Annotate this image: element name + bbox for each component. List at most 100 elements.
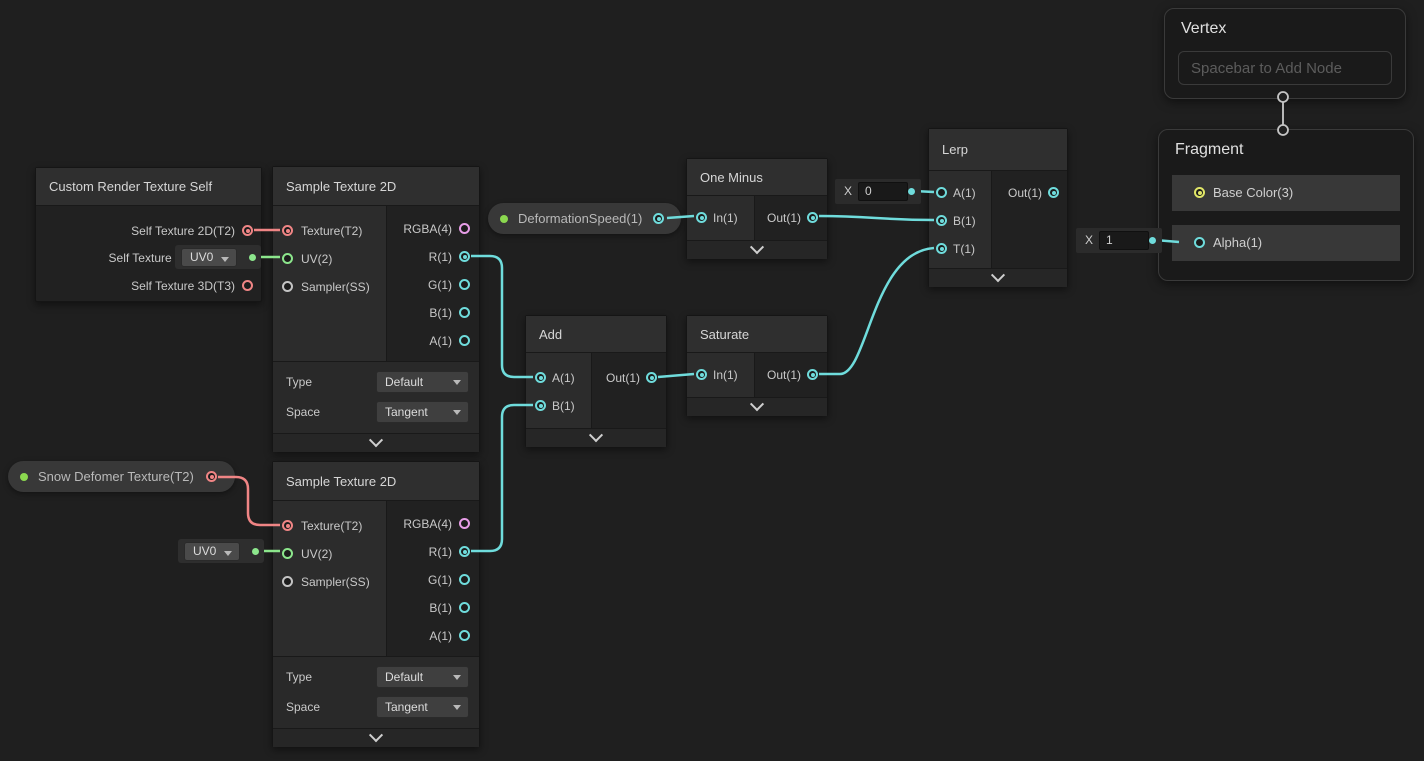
uv-channel-value: UV0 [190,250,214,264]
edge-r2-to-add-b[interactable] [471,403,533,553]
fragment-row-alpha[interactable]: Alpha(1) [1172,225,1400,261]
port-out[interactable] [807,212,818,223]
connector-dot [252,548,259,555]
port-out[interactable] [1048,187,1059,198]
port-label-b: B(1) [429,601,452,615]
property-label: Snow Defomer Texture(T2) [38,469,194,484]
port-b[interactable] [459,602,470,613]
port-label-t: T(1) [953,242,975,256]
port-property-out[interactable] [653,213,664,224]
chevron-down-icon [368,728,384,743]
port-label-texture: Texture(T2) [301,224,363,238]
node-title-bar[interactable]: Sample Texture 2D [273,462,479,501]
port-out[interactable] [807,369,818,380]
space-dropdown-value: Tangent [385,405,428,419]
port-out[interactable] [646,372,657,383]
port-rgba[interactable] [459,223,470,234]
collapse-button[interactable] [273,433,479,452]
port-rgba[interactable] [459,518,470,529]
node-title: Lerp [942,142,969,157]
collapse-button[interactable] [929,268,1067,287]
type-dropdown[interactable]: Default [376,371,469,393]
uv-channel-dropdown[interactable]: UV0 [184,542,240,561]
port-a[interactable] [936,187,947,198]
port-t[interactable] [936,243,947,254]
port-label-a: A(1) [953,186,976,200]
port-g[interactable] [459,574,470,585]
port-sampler[interactable] [282,281,293,292]
port-uv[interactable] [282,548,293,559]
x-value-input[interactable]: 1 [1099,231,1149,250]
node-lerp[interactable]: Lerp A(1) B(1) T(1) Out(1) [928,128,1068,287]
port-g[interactable] [459,279,470,290]
port-label-in: In(1) [713,368,738,382]
node-title-bar[interactable]: Custom Render Texture Self [36,168,261,206]
port-b[interactable] [535,400,546,411]
collapse-button[interactable] [273,728,479,747]
node-saturate[interactable]: Saturate In(1) Out(1) [686,315,828,416]
port-r[interactable] [459,251,470,262]
port-label-out: Out(1) [766,368,801,382]
port-label-r: R(1) [428,545,452,559]
node-title-bar[interactable]: Lerp [929,129,1067,171]
block-fragment[interactable]: Fragment Base Color(3) Alpha(1) [1158,129,1414,281]
property-deformation-speed[interactable]: DeformationSpeed(1) [488,203,681,234]
collapse-button[interactable] [687,397,827,416]
node-title-bar[interactable]: One Minus [687,159,827,196]
port-a[interactable] [459,335,470,346]
port-base-color[interactable] [1194,187,1205,198]
node-sample-texture-2d-1[interactable]: Sample Texture 2D Texture(T2) UV(2) Samp… [272,166,480,452]
edge-saturate-to-lerp-t[interactable] [819,246,935,376]
collapse-button[interactable] [526,428,666,447]
node-custom-render-texture-self[interactable]: Custom Render Texture Self Self Texture … [35,167,262,302]
space-dropdown[interactable]: Tangent [376,696,469,718]
port-alpha[interactable] [1194,237,1205,248]
node-title: Add [539,326,563,342]
port-self-texture-3d[interactable] [242,280,253,291]
port-a[interactable] [535,372,546,383]
port-label-self-texture-3d: Self Texture 3D(T3) [131,279,235,293]
port-sampler[interactable] [282,576,293,587]
node-title-bar[interactable]: Saturate [687,316,827,353]
port-label-uv: UV(2) [301,547,333,561]
block-title: Vertex [1181,20,1227,37]
property-dot-icon [20,473,28,481]
node-title: Custom Render Texture Self [49,179,213,194]
edge-oneminus-to-lerp-b[interactable] [818,214,935,222]
uv-channel-dropdown[interactable]: UV0 [181,248,237,267]
uv-default-widget-1: UV0 [175,245,261,269]
port-uv[interactable] [282,253,293,264]
x-value-input[interactable]: 0 [858,182,908,201]
chevron-down-icon [749,240,765,255]
control-label-type: Type [286,670,313,684]
port-texture[interactable] [282,520,293,531]
fragment-row-base-color[interactable]: Base Color(3) [1172,175,1400,211]
port-a[interactable] [459,630,470,641]
property-snow-deformer-texture[interactable]: Snow Defomer Texture(T2) [8,461,235,492]
node-one-minus[interactable]: One Minus In(1) Out(1) [686,158,828,259]
type-dropdown[interactable]: Default [376,666,469,688]
node-sample-texture-2d-2[interactable]: Sample Texture 2D Texture(T2) UV(2) Samp… [272,461,480,747]
node-title-bar[interactable]: Add [526,316,666,353]
block-vertex[interactable]: Vertex Spacebar to Add Node [1164,8,1406,99]
node-add[interactable]: Add A(1) B(1) Out(1) [525,315,667,447]
node-controls: Type Default Space Tangent [273,656,479,729]
x-component-label: X [1085,233,1094,247]
port-r[interactable] [459,546,470,557]
port-b[interactable] [459,307,470,318]
port-property-out[interactable] [206,471,217,482]
connector-dot [1149,237,1156,244]
port-in[interactable] [696,212,707,223]
space-dropdown[interactable]: Tangent [376,401,469,423]
chevron-down-icon [749,397,765,412]
port-label-out: Out(1) [1007,186,1042,200]
port-b[interactable] [936,215,947,226]
collapse-button[interactable] [687,240,827,259]
port-self-texture-2d[interactable] [242,225,253,236]
port-in[interactable] [696,369,707,380]
port-texture[interactable] [282,225,293,236]
lerp-a-default-widget: X 0 [835,179,921,204]
node-title-bar[interactable]: Sample Texture 2D [273,167,479,206]
edge-r1-to-add-a[interactable] [471,254,533,379]
